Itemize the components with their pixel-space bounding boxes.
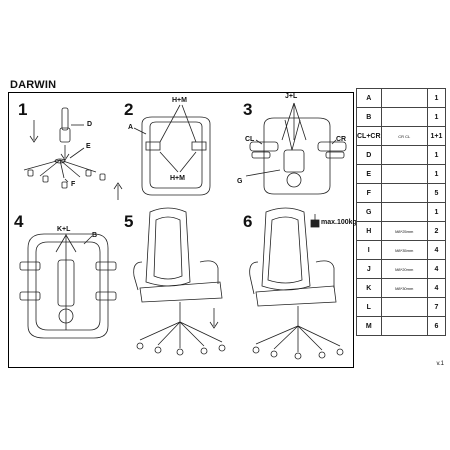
backrest-bracket-icon <box>380 202 428 222</box>
label-hm-top: H+M <box>172 97 187 104</box>
seat-plate-icon <box>380 88 428 108</box>
part-qty: 6 <box>426 316 447 336</box>
part-qty: 1+1 <box>426 126 447 146</box>
step1-base-drawing <box>23 107 123 200</box>
label-max-weight: max.100kg <box>321 219 357 226</box>
document-title: DARWIN <box>10 79 57 91</box>
step-number-3: 3 <box>243 100 253 119</box>
label-a: A <box>128 124 134 131</box>
part-key: G <box>356 202 382 222</box>
part-key: B <box>356 107 382 127</box>
label-g: G <box>237 178 243 185</box>
part-qty: 4 <box>426 240 447 260</box>
part-qty: 2 <box>426 221 447 241</box>
part-qty: 7 <box>426 297 447 317</box>
step-number-2: 2 <box>124 100 134 119</box>
part-qty: 1 <box>426 145 447 165</box>
part-key: A <box>356 88 382 108</box>
step5-chair-drawing <box>133 207 226 356</box>
caster-icon <box>380 183 428 203</box>
part-key: E <box>356 164 382 184</box>
step6-chair-drawing <box>249 207 344 360</box>
step-number-4: 4 <box>14 212 24 231</box>
label-kl: K+L <box>57 226 71 233</box>
gas-lift-icon <box>380 145 428 165</box>
part-key: H <box>356 221 382 241</box>
armrests-icon: CR CL <box>380 126 428 146</box>
part-qty: 5 <box>426 183 447 203</box>
part-qty: 4 <box>426 259 447 279</box>
part-key: K <box>356 278 382 298</box>
step2-seat-drawing <box>133 104 211 196</box>
label-hm-bottom: H+M <box>170 175 185 182</box>
part-qty: 1 <box>426 107 447 127</box>
part-key: M <box>356 316 382 336</box>
part-key: F <box>356 183 382 203</box>
part-key: I <box>356 240 382 260</box>
mechanism-icon <box>380 107 428 127</box>
bolt-icon: M8*25mm <box>380 221 428 241</box>
bolt-icon: M8*35mm <box>380 240 428 260</box>
step4-bracket-drawing <box>19 233 117 339</box>
part-key: J <box>356 259 382 279</box>
part-qty: 1 <box>426 88 447 108</box>
part-qty: 4 <box>426 278 447 298</box>
label-e: E <box>86 143 91 150</box>
part-key: D <box>356 145 382 165</box>
washer-icon <box>380 297 428 317</box>
step-number-5: 5 <box>124 212 134 231</box>
step-number-6: 6 <box>243 212 253 231</box>
bolt-icon: M8*30mm <box>380 278 428 298</box>
star-base-icon <box>380 164 428 184</box>
label-cl: CL <box>245 136 255 143</box>
step3-armrests-drawing <box>245 102 347 195</box>
instructions-frame <box>8 92 354 368</box>
label-jl: J+L <box>285 93 298 100</box>
part-qty: 1 <box>426 202 447 222</box>
spring-washer-icon <box>380 316 428 336</box>
part-key: CL+CR <box>356 126 382 146</box>
label-d: D <box>87 121 93 128</box>
step-number-1: 1 <box>18 100 28 119</box>
version-label: v.1 <box>436 361 444 367</box>
label-cr: CR <box>336 136 347 143</box>
part-key: L <box>356 297 382 317</box>
bolt-icon: M8*20mm <box>380 259 428 279</box>
label-b: B <box>92 232 98 239</box>
part-qty: 1 <box>426 164 447 184</box>
label-f: F <box>71 181 76 188</box>
